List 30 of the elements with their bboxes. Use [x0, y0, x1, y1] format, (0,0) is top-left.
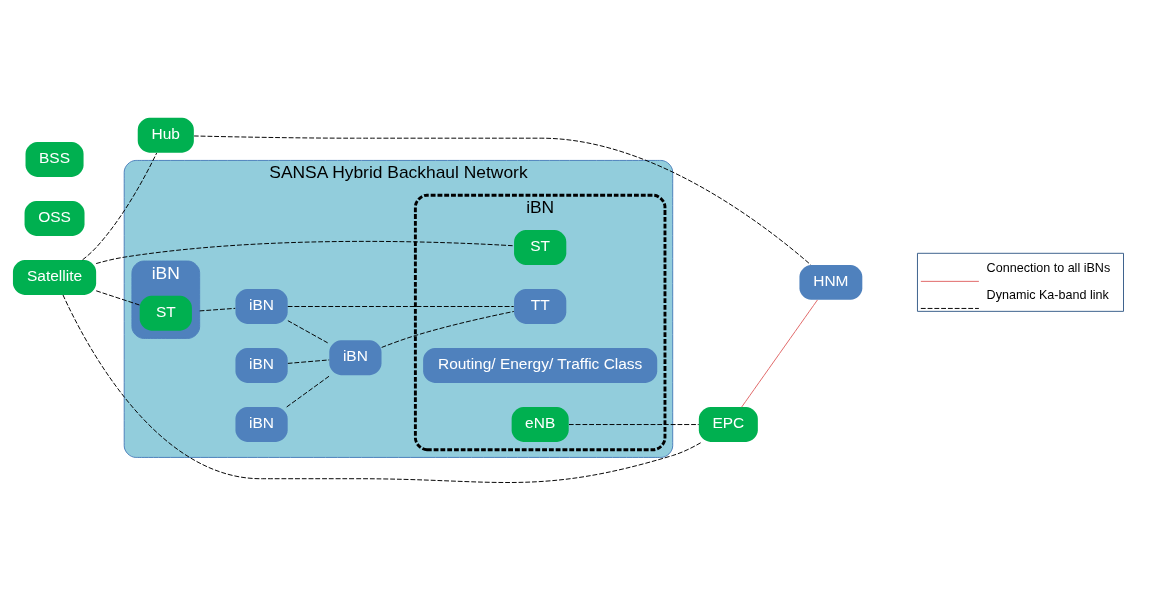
node-box: BSS — [25, 142, 84, 177]
node-box: iBN — [235, 348, 288, 383]
node-box: Satellite — [12, 260, 97, 295]
node-box: Hub — [137, 117, 194, 153]
connector — [287, 320, 330, 345]
connector — [287, 306, 515, 307]
connector — [62, 294, 703, 483]
node-box: ST — [514, 230, 567, 265]
node-box: OSS — [24, 201, 85, 236]
legend-label: Connection to all iBNs — [986, 261, 1111, 276]
node-box: iBN — [235, 289, 288, 324]
node-box: iBN — [235, 407, 288, 442]
connector — [95, 240, 515, 265]
connector — [199, 307, 236, 312]
node-box: HNM — [799, 264, 863, 300]
connector — [287, 359, 330, 364]
connector — [82, 152, 158, 261]
connector — [741, 299, 818, 408]
node-box: iBN — [329, 340, 382, 376]
connector — [286, 374, 331, 408]
connector — [95, 290, 141, 306]
legend-label: Dynamic Ka-band link — [986, 288, 1109, 303]
connector — [568, 424, 700, 426]
node-box: Routing/ Energy/ Traffic Class — [423, 348, 658, 383]
connector — [381, 310, 515, 348]
node-box: ST — [139, 295, 192, 331]
node-box: EPC — [698, 407, 758, 442]
connector — [193, 135, 812, 266]
node-box: eNB — [511, 407, 569, 442]
node-box: TT — [514, 289, 567, 324]
